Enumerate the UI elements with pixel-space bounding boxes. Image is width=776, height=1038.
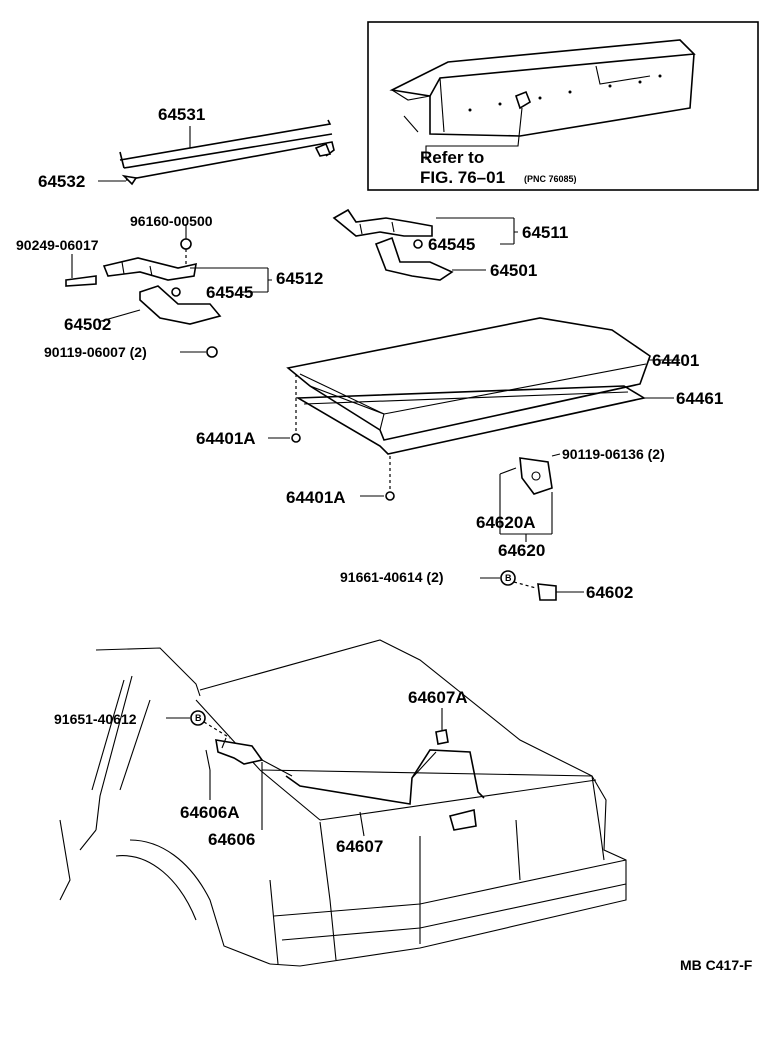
weatherstrip-64461 [295,385,647,455]
refer-figure-text: FIG. 76–01 [420,168,505,187]
washer-64545-left [171,287,181,297]
label-96160-00500: 96160-00500 [130,213,213,229]
opener-lever-64606 [215,739,264,765]
figure-code: MB C417-F [680,957,753,973]
label-64620a: 64620A [476,513,536,532]
striker-assembly: B [480,570,584,601]
bolt-91661 [500,570,516,586]
lock-assembly [499,453,561,542]
label-64606: 64606 [208,830,255,849]
label-90119-06136: 90119-06136 (2) [562,446,665,462]
bolt-90119-left [206,346,218,358]
cushion-64401a-left [291,433,301,443]
label-64531: 64531 [158,105,205,124]
label-64401: 64401 [652,351,699,370]
car-rear-body [59,639,627,967]
label-64532: 64532 [38,172,85,191]
rear-panel-drawing [389,39,696,137]
label-64606a: 64606A [180,803,240,822]
cushion-64401a-lower [385,491,395,501]
trunk-lid-assembly [268,317,680,501]
trunk-lid-64401 [286,317,651,441]
bracket-64502 [139,285,222,325]
trunk-lock-64620 [519,457,553,495]
label-64602: 64602 [586,583,633,602]
refer-to-text: Refer to [420,148,484,167]
refer-leader [425,107,523,160]
svg-text:B: B [195,713,202,723]
striker-64602 [537,583,557,601]
label-91661-40614: 91661-40614 (2) [340,569,444,585]
bracket-64501 [374,236,454,281]
label-64401a-lower: 64401A [286,488,346,507]
refer-pnc-text: (PNC 76085) [524,174,577,184]
release-cable-64607 [285,749,485,805]
label-64512: 64512 [276,269,323,288]
label-90249-06017: 90249-06017 [16,237,99,253]
washer-64545-right [413,239,423,249]
clamp-64607a [435,729,449,745]
label-64401a-left: 64401A [196,429,256,448]
inset-reference-box: Refer to FIG. 76–01 (PNC 76085) [367,21,759,191]
label-64461: 64461 [676,389,723,408]
label-64545-right: 64545 [428,235,475,254]
left-hinge-assembly [65,224,272,358]
right-hinge-assembly [332,208,518,281]
label-90119-06007: 90119-06007 (2) [44,344,147,360]
torsion-bar-assembly [98,119,335,186]
svg-text:B: B [505,573,512,583]
latch-bracket [449,809,477,831]
label-64501: 64501 [490,261,537,280]
label-64545-left: 64545 [206,283,253,302]
label-91651-40612: 91651-40612 [54,711,137,727]
nut-96160 [180,238,192,250]
label-64607a: 64607A [408,688,468,707]
bolt-90249 [65,275,97,287]
label-64620: 64620 [498,541,545,560]
bolt-91651 [190,710,206,726]
opener-assembly: B [166,710,365,837]
label-64502: 64502 [64,315,111,334]
label-64607: 64607 [336,837,383,856]
label-64511: 64511 [522,223,568,242]
